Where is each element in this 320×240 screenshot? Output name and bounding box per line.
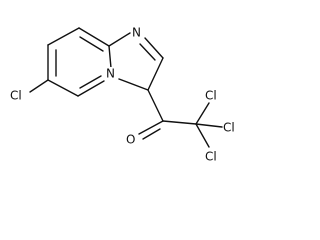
bond-c8a-c8-inner [79,36,104,52]
bond-n1-c2 [144,37,164,59]
bonds [29,27,223,148]
bond-n1-c2-inner [139,43,156,61]
bond-c8a-n1 [108,32,131,47]
atom-cl-right: Cl [223,121,235,135]
bond-carbonyl-o [138,120,164,135]
molecule-structure: N N Cl O Cl Cl Cl [10,26,235,164]
atom-cl-ring: Cl [10,89,22,103]
bond-c6-cl [29,79,49,93]
bond-c8-c7 [47,27,80,46]
atom-o-carbonyl: O [126,133,135,147]
atom-labels: N N Cl O Cl Cl Cl [10,26,235,164]
bond-ccl3-cl-bottom [195,123,210,148]
atom-n-imidazole: N [132,26,141,40]
bond-ccl3-cl-right [195,123,223,128]
bond-c5-n4 [77,80,105,97]
atom-cl-top: Cl [205,89,217,103]
bond-ccl3-cl-top [195,102,210,125]
bond-c6-c5 [47,79,79,97]
bond-c3-n4 [118,78,149,91]
bond-carbonyl-ccl3 [162,120,197,125]
bond-carbonyl-o-inner [142,128,161,140]
bond-n4-c8a [108,45,112,69]
atom-n-bridgehead: N [106,67,115,81]
bond-c8a-c8 [78,27,110,47]
bond-c5-n4-inner [79,75,102,89]
bond-c2-c3 [147,57,164,91]
atom-cl-bottom: Cl [205,150,217,164]
bond-c3-carbonyl [147,89,164,122]
